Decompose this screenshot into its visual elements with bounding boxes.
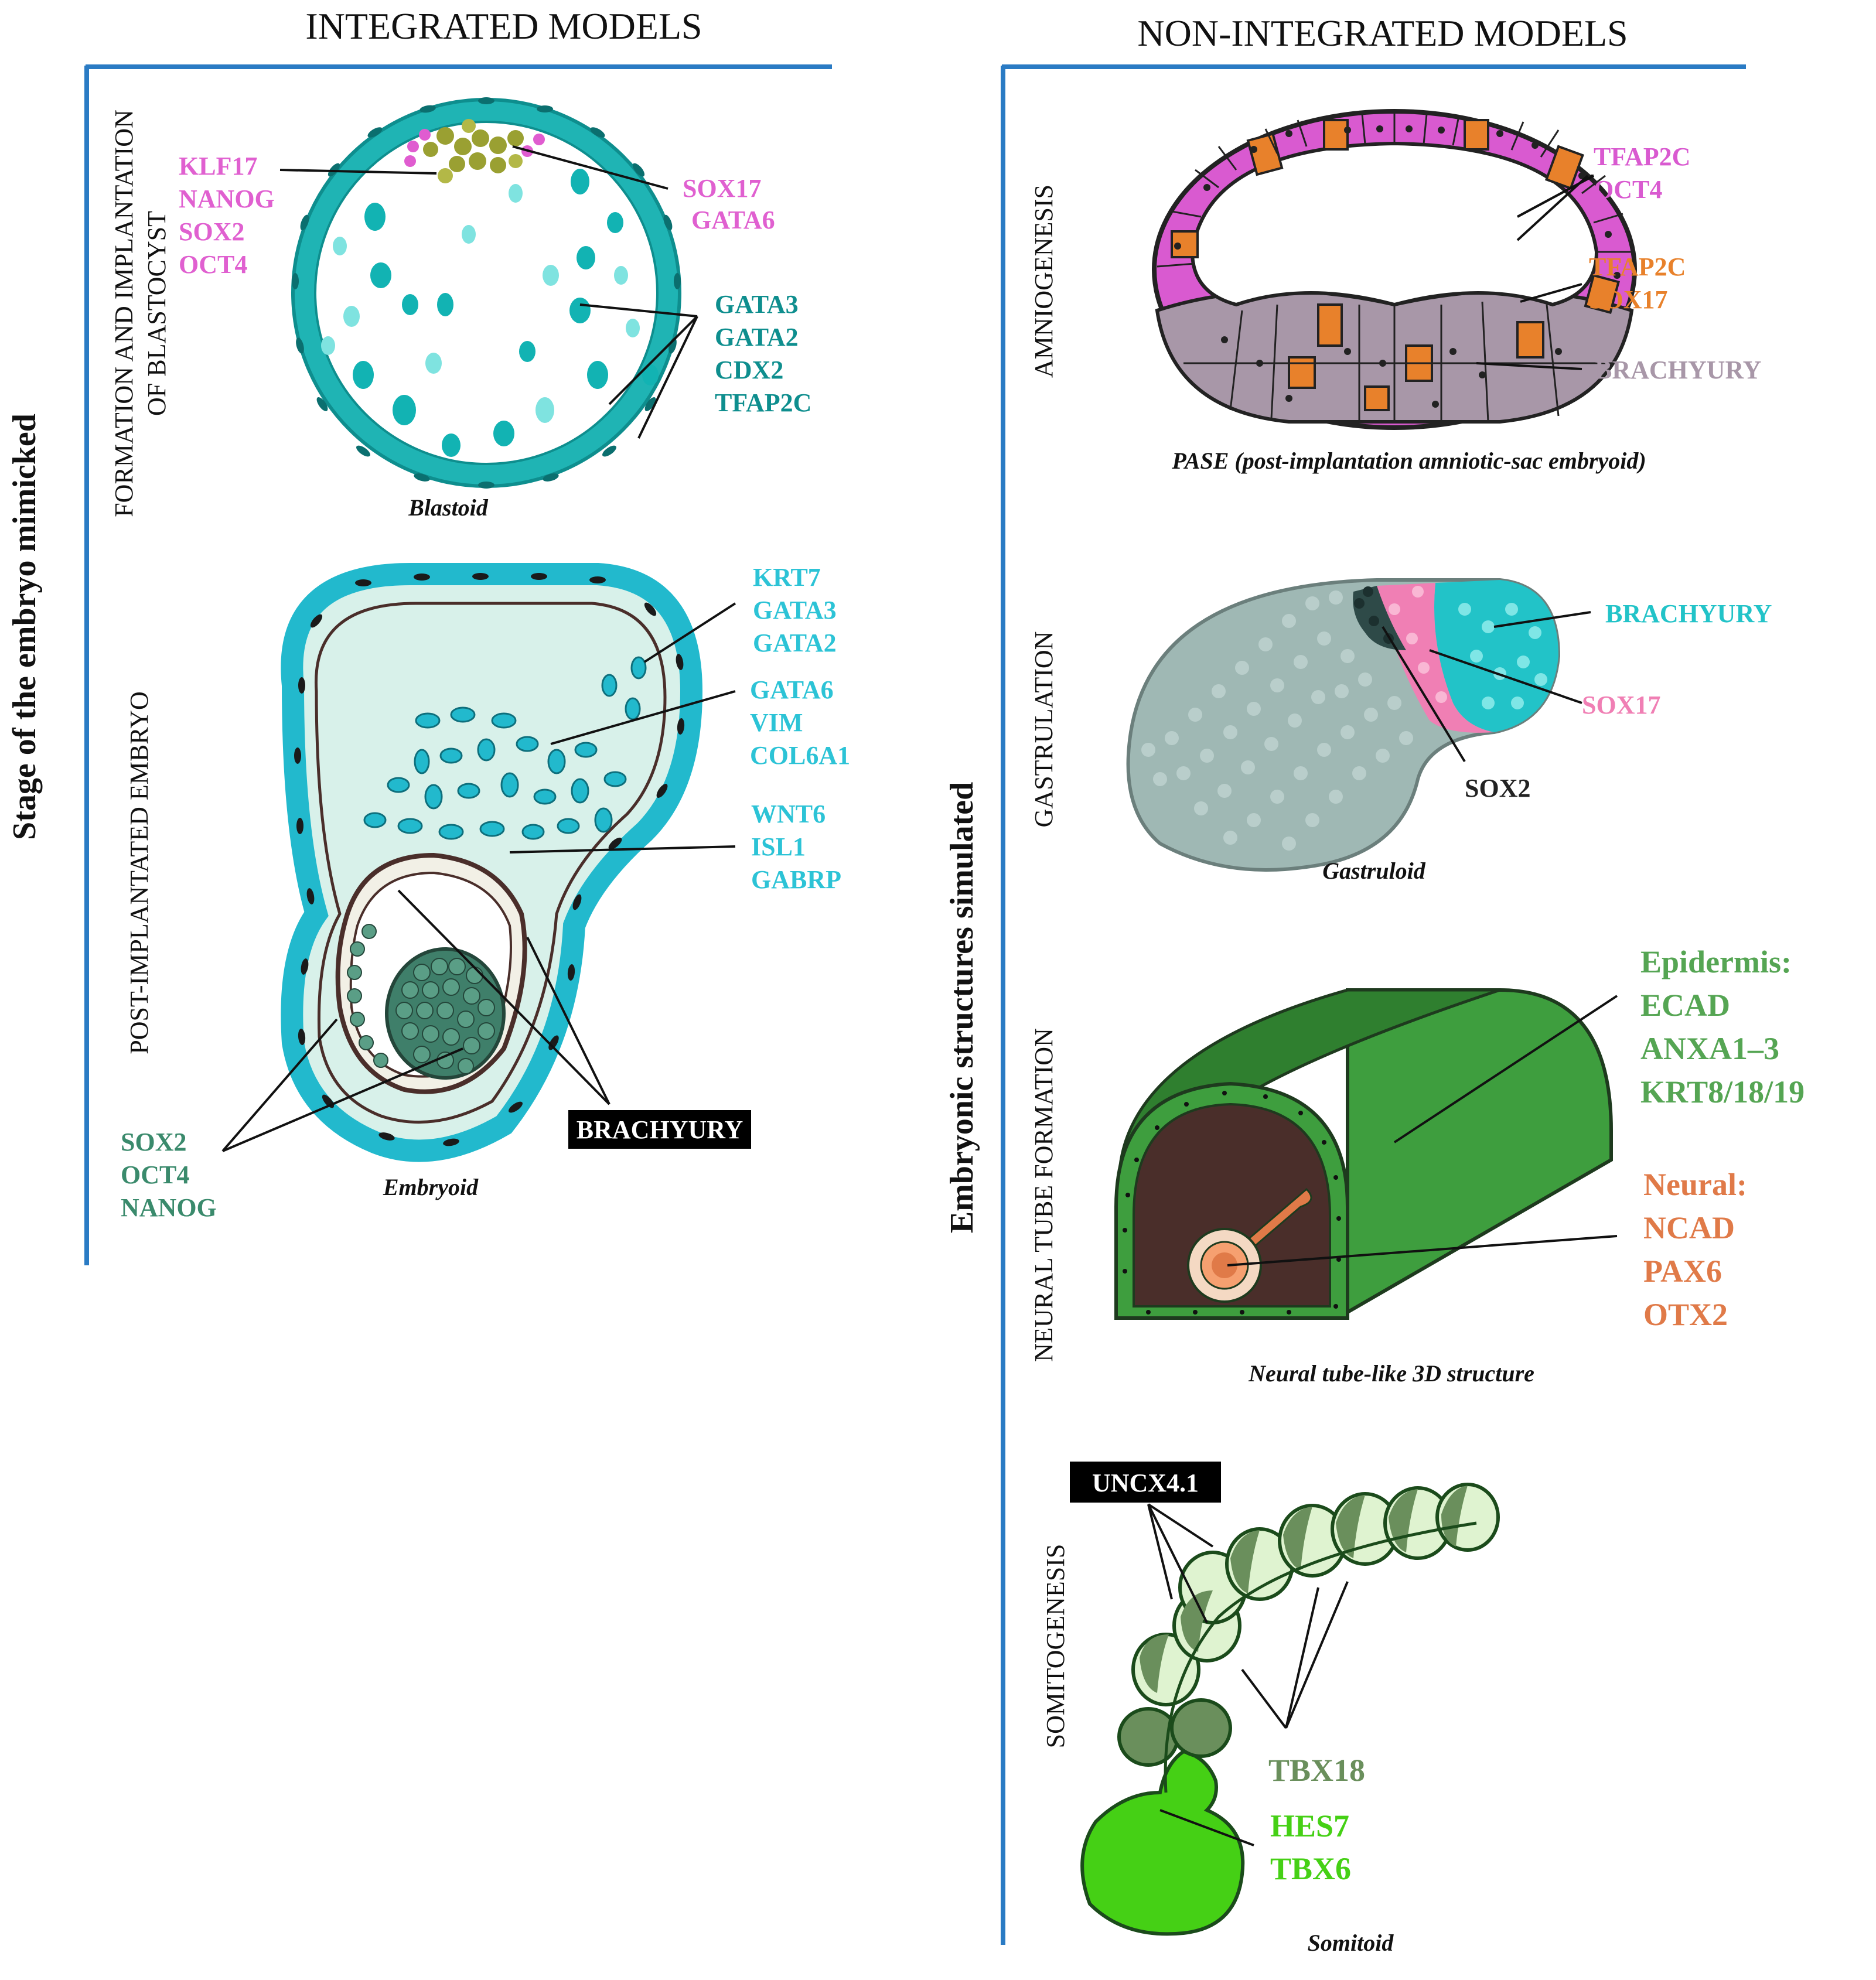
blastoid-stage-label-line1: FORMATION AND IMPLANTATION xyxy=(110,110,138,517)
gastruloid-stage-label: GASTRULATION xyxy=(1029,631,1058,828)
embryoid-mesen-marker: COL6A1 xyxy=(750,741,850,770)
psm-marker: TBX6 xyxy=(1270,1851,1351,1886)
header-integrated: INTEGRATED MODELS xyxy=(305,5,702,47)
tbx18-marker: TBX18 xyxy=(1268,1753,1365,1788)
pase-grey-walls xyxy=(1183,301,1617,422)
gastruloid-pink-cells xyxy=(1389,586,1447,703)
embryoid-caption: Embryoid xyxy=(383,1174,479,1200)
embryoid-mesen-marker: VIM xyxy=(750,708,803,737)
blastocoel-cells xyxy=(321,169,659,457)
neural-tube-dots xyxy=(1123,1091,1341,1315)
pase-grey-marker: BRACHYURY xyxy=(1595,356,1761,384)
embryoid-amnion-marker: GABRP xyxy=(751,865,841,894)
neural-marker: PAX6 xyxy=(1643,1254,1722,1289)
pase-pink-marker: OCT4 xyxy=(1594,175,1662,204)
psm-marker: HES7 xyxy=(1270,1808,1349,1844)
neural-marker: OTX2 xyxy=(1643,1297,1728,1332)
embryoid-panel: POST-IMPLANTATED EMBRYO xyxy=(121,563,850,1222)
neural-tube-stage-label: NEURAL TUBE FORMATION xyxy=(1029,1028,1058,1362)
inner-cell-mass xyxy=(404,119,545,183)
embryoid-troph-marker: KRT7 xyxy=(753,563,821,592)
embryoid-mesen-marker: GATA6 xyxy=(750,675,834,704)
gastruloid-cells xyxy=(1141,590,1413,851)
embryoid-epiblast xyxy=(347,924,506,1080)
pase-nuclei xyxy=(1174,125,1621,408)
pase-panel: AMNIOGENESIS xyxy=(1029,109,1761,474)
pase-cell-walls xyxy=(1157,112,1635,268)
epidermis-marker: ECAD xyxy=(1640,988,1730,1023)
gastruloid-dark-cells xyxy=(1354,586,1394,644)
gastruloid-cyan-marker: BRACHYURY xyxy=(1605,599,1772,628)
pase-stage-label: AMNIOGENESIS xyxy=(1029,185,1058,378)
embryoid-amnion-marker: ISL1 xyxy=(751,832,806,861)
neural-marker: NCAD xyxy=(1643,1210,1735,1245)
blastoid-te-marker: CDX2 xyxy=(715,356,783,384)
uncx-badge-label: UNCX4.1 xyxy=(1092,1469,1199,1497)
axis-label-left: Stage of the embryo mimicked xyxy=(6,414,43,840)
neural-tube-caption: Neural tube-like 3D structure xyxy=(1248,1360,1534,1387)
pase-caption: PASE (post-implantation amniotic-sac emb… xyxy=(1171,448,1646,474)
blastoid-drawing xyxy=(291,97,681,489)
uncx-badge xyxy=(1070,1462,1221,1503)
blastoid-icm-marker: SOX2 xyxy=(179,217,244,246)
brachyury-badge xyxy=(568,1110,751,1149)
header-non-integrated: NON-INTEGRATED MODELS xyxy=(1137,12,1628,54)
blastoid-caption: Blastoid xyxy=(408,494,489,521)
pase-pink-marker: TFAP2C xyxy=(1594,142,1690,171)
embryoid-troph-marker: GATA3 xyxy=(753,596,837,624)
neural-tube-panel: NEURAL TUBE FORMATION Epidermis: ECAD AN… xyxy=(1029,944,1805,1387)
somitoid-panel: SOMITOGENESIS xyxy=(1041,1462,1500,1956)
embryoid-troph-marker: GATA2 xyxy=(753,629,837,657)
embryoid-epi-marker: OCT4 xyxy=(121,1160,189,1189)
blastoid-pe-marker: GATA6 xyxy=(691,206,775,234)
pase-drawing xyxy=(1152,109,1637,430)
epidermis-heading: Epidermis: xyxy=(1640,944,1792,979)
gastruloid-drawing xyxy=(1126,578,1561,872)
gastruloid-dark-marker: SOX2 xyxy=(1465,774,1530,803)
embryoid-drawing xyxy=(281,563,703,1162)
trophectoderm-nuclei xyxy=(292,97,681,489)
blastoid-stage-label-line2: OF BLASTOCYST xyxy=(142,211,171,416)
gastruloid-cyan-cells xyxy=(1458,603,1547,709)
blastoid-panel: FORMATION AND IMPLANTATION OF BLASTOCYST xyxy=(110,97,811,521)
brachyury-badge-label: BRACHYURY xyxy=(577,1115,743,1144)
blastoid-icm-marker: NANOG xyxy=(179,185,275,213)
epidermis-marker: KRT8/18/19 xyxy=(1640,1074,1805,1110)
somitoid-caption: Somitoid xyxy=(1308,1930,1394,1956)
pase-orange-marker: SOX17 xyxy=(1589,285,1667,314)
neural-tube-drawing xyxy=(1114,988,1613,1320)
somitoid-stage-label: SOMITOGENESIS xyxy=(1041,1544,1070,1749)
embryoid-rim-nuclei xyxy=(294,573,685,1146)
gastruloid-pink-marker: SOX17 xyxy=(1582,691,1660,719)
blastoid-pe-marker: SOX17 xyxy=(683,174,761,203)
axis-label-right: Embryonic structures simulated xyxy=(944,782,980,1234)
embryoid-mesenchyme-cells xyxy=(363,656,647,840)
blastoid-icm-marker: OCT4 xyxy=(179,250,247,279)
gastruloid-caption: Gastruloid xyxy=(1322,858,1426,884)
embryoid-stage-label: POST-IMPLANTATED EMBRYO xyxy=(125,691,154,1054)
blastoid-te-marker: GATA3 xyxy=(715,290,799,319)
neural-heading: Neural: xyxy=(1643,1167,1747,1202)
gastruloid-panel: GASTRULATION xyxy=(1029,578,1772,884)
somite-shading xyxy=(1140,1486,1468,1693)
epidermis-marker: ANXA1–3 xyxy=(1640,1031,1779,1066)
blastoid-te-marker: GATA2 xyxy=(715,323,799,351)
embryoid-amnion-marker: WNT6 xyxy=(751,800,826,828)
embryoid-epi-marker: NANOG xyxy=(121,1193,217,1222)
blastoid-icm-marker: KLF17 xyxy=(179,152,257,180)
somitoid-drawing xyxy=(1080,1483,1500,1936)
blastoid-te-marker: TFAP2C xyxy=(715,388,811,417)
pase-orange-marker: TFAP2C xyxy=(1589,252,1686,281)
embryoid-epi-marker: SOX2 xyxy=(121,1128,186,1156)
